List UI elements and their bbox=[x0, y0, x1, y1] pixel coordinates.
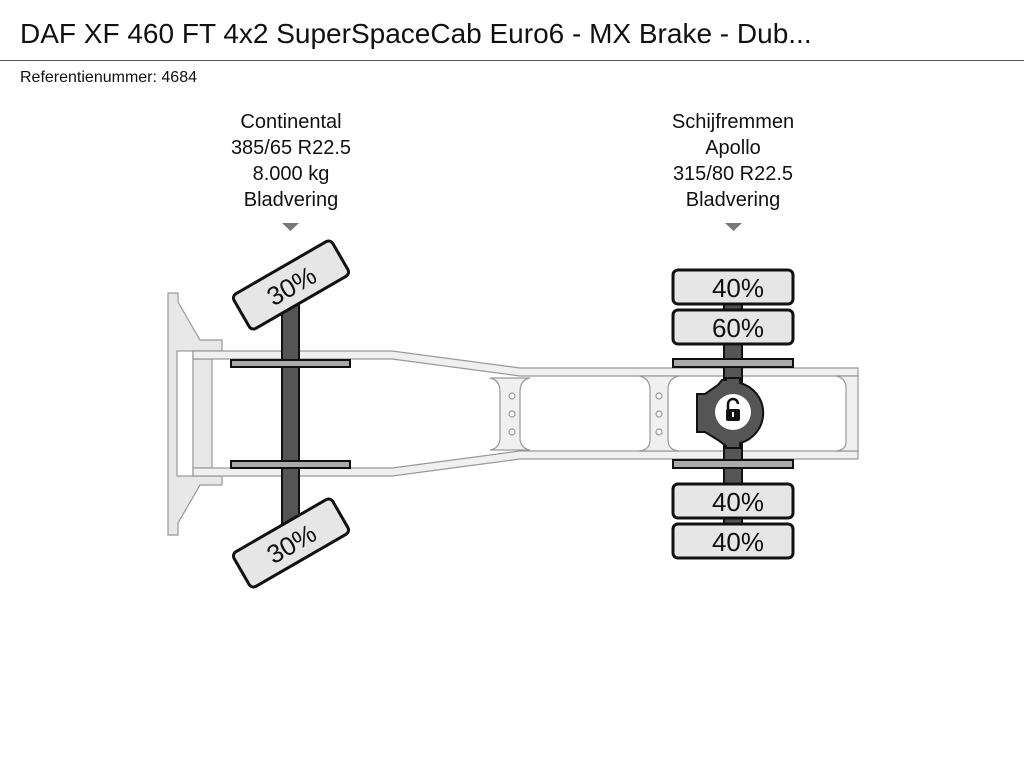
page-title: DAF XF 460 FT 4x2 SuperSpaceCab Euro6 - … bbox=[20, 18, 812, 49]
front-axle-tire-size: 385/65 R22.5 bbox=[230, 137, 352, 159]
rear-tire-left-inner-load: 60% bbox=[712, 313, 764, 343]
reference-number: Referentienummer: 4684 bbox=[20, 69, 197, 86]
rear-axle-brand: Apollo bbox=[705, 137, 761, 159]
rear-axle-suspension: Bladvering bbox=[685, 189, 781, 211]
rear-axle-tire-size: 315/80 R22.5 bbox=[672, 163, 794, 185]
rear-axle-brakes: Schijfremmen bbox=[671, 111, 795, 133]
title-divider bbox=[0, 60, 1024, 61]
front-leaf-spring-right bbox=[230, 460, 351, 469]
front-leaf-spring-left bbox=[230, 359, 351, 368]
rear-tire-right-inner: 40% bbox=[671, 482, 795, 520]
rear-leaf-spring-left bbox=[672, 358, 794, 368]
unlocked-padlock-icon bbox=[726, 397, 740, 421]
rear-tire-right-outer-load: 40% bbox=[712, 527, 764, 557]
crossmember-holes bbox=[508, 392, 663, 436]
rear-axle-marker-icon bbox=[725, 223, 742, 231]
rear-tire-left-outer: 40% bbox=[671, 268, 795, 306]
front-bumper bbox=[167, 292, 223, 536]
rear-axle-info: Schijfremmen Apollo 315/80 R22.5 Bladver… bbox=[613, 109, 853, 213]
differential bbox=[696, 377, 765, 449]
rear-tire-right-outer: 40% bbox=[671, 522, 795, 560]
rear-leaf-spring-right bbox=[672, 459, 794, 469]
front-axle-brand: Continental bbox=[240, 111, 342, 133]
rear-tire-left-outer-load: 40% bbox=[712, 273, 764, 303]
front-axle-beam bbox=[281, 289, 300, 531]
front-axle-info: Continental 385/65 R22.5 8.000 kg Bladve… bbox=[171, 109, 411, 213]
front-axle-marker-icon bbox=[282, 223, 299, 231]
front-axle-suspension: Bladvering bbox=[243, 189, 339, 211]
front-axle-load: 8.000 kg bbox=[252, 163, 330, 185]
rear-tire-right-inner-load: 40% bbox=[712, 487, 764, 517]
rear-tire-left-inner: 60% bbox=[671, 308, 795, 346]
